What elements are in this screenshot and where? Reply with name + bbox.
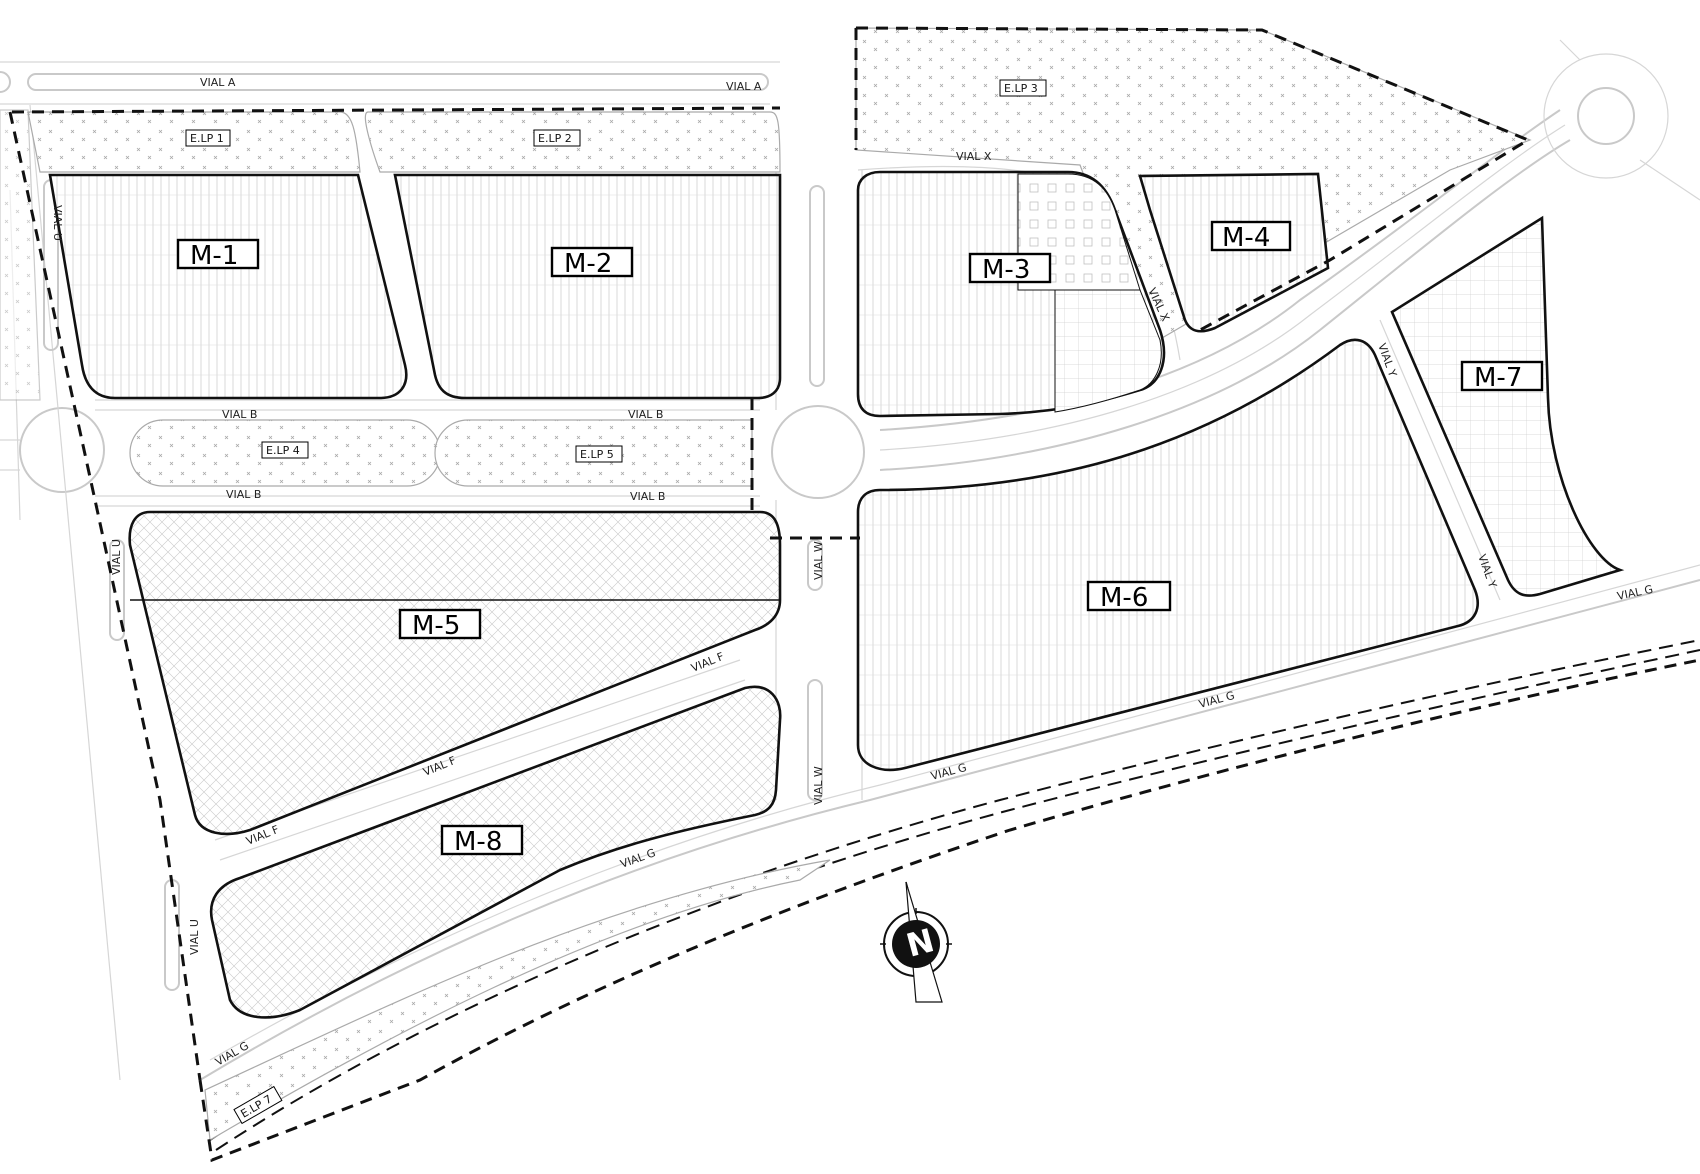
elp-label-2: E.LP 2 xyxy=(538,132,572,145)
parcel-m7[interactable] xyxy=(1390,215,1625,597)
road-label-u: VIAL U xyxy=(110,539,123,575)
parcel-label-m8: M-8 xyxy=(454,827,502,857)
elp-label-1: E.LP 1 xyxy=(190,132,224,145)
road-label-a: VIAL A xyxy=(726,80,762,93)
parcel-label-m1: M-1 xyxy=(190,241,238,271)
site-boundary xyxy=(8,26,1700,1163)
road-label-w: VIAL W xyxy=(812,766,825,805)
road-label-b: VIAL B xyxy=(630,490,665,503)
parcel-label-m5: M-5 xyxy=(412,611,460,641)
road-label-y: VIAL Y xyxy=(1475,553,1499,590)
parcel-m4[interactable] xyxy=(1138,172,1330,333)
elp-label-4: E.LP 4 xyxy=(266,444,300,457)
parcels xyxy=(48,170,1625,1019)
parcel-label-m3: M-3 xyxy=(982,255,1030,285)
parcel-m1[interactable] xyxy=(48,173,408,400)
elp-label-5: E.LP 5 xyxy=(580,448,614,461)
parcel-m6[interactable] xyxy=(856,338,1479,772)
road-label-a: VIAL A xyxy=(200,76,236,89)
road-label-x: VIAL X xyxy=(956,150,992,163)
road-label-b: VIAL B xyxy=(226,488,261,501)
road-label-w: VIAL W xyxy=(812,541,825,580)
parcel-m5[interactable] xyxy=(128,510,782,836)
road-label-g: VIAL G xyxy=(619,846,658,871)
road-label-b: VIAL B xyxy=(222,408,257,421)
green-area-labels: E.LP 1 E.LP 2 E.LP 3 E.LP 4 E.LP 5 E.LP … xyxy=(185,79,1047,1125)
parcel-label-m2: M-2 xyxy=(564,249,612,279)
parcel-m2[interactable] xyxy=(393,173,782,400)
parcel-label-m7: M-7 xyxy=(1474,363,1522,393)
parcel-label-m4: M-4 xyxy=(1222,223,1270,253)
parcel-label-m6: M-6 xyxy=(1100,583,1148,613)
north-arrow-icon: N xyxy=(880,881,952,1003)
road-label-u: VIAL U xyxy=(188,919,201,955)
parcel-labels: M-1 M-2 M-3 M-4 M-5 M-6 M-7 M-8 xyxy=(176,220,1544,857)
road-label-u: VIAL U xyxy=(51,205,64,241)
elp-label-3: E.LP 3 xyxy=(1004,82,1038,95)
road-label-b: VIAL B xyxy=(628,408,663,421)
